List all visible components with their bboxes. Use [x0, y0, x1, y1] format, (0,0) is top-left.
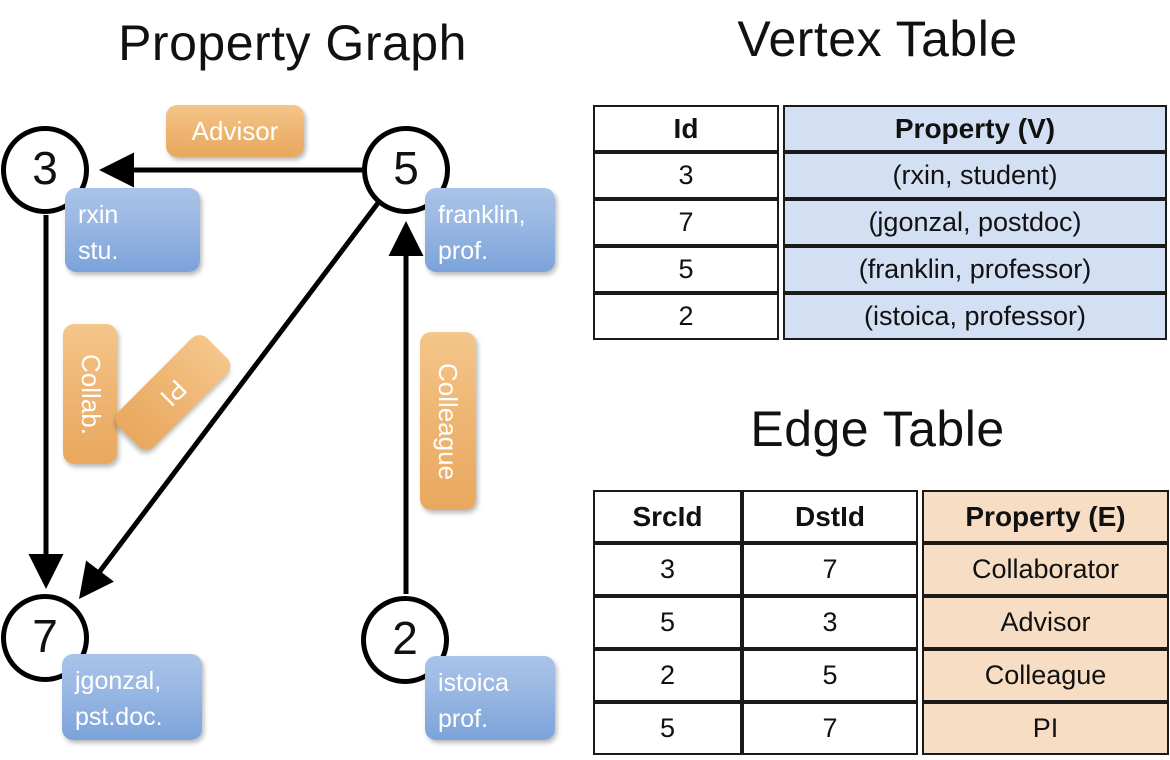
- node-property-box-jgonzal[interactable]: jgonzal, pst.doc.: [62, 654, 202, 740]
- page-title-vertex-table: Vertex Table: [737, 11, 1018, 67]
- graph-node-5[interactable]: 5: [362, 126, 450, 214]
- node-property-jgonzal-line1: jgonzal,: [75, 667, 162, 695]
- node-property-istoica-line2: prof.: [438, 705, 489, 734]
- vertex-row-0-property: (rxin, student): [783, 152, 1167, 199]
- edge-label-pi-text: PI: [154, 373, 193, 413]
- edge-row-1-src: 5: [593, 596, 742, 649]
- edge-row-0-gap: [918, 543, 922, 596]
- vertex-row-2-gap: [779, 246, 783, 293]
- edge-row-3-property: PI: [922, 702, 1169, 755]
- vertex-table-header-property: Property (V): [783, 105, 1167, 152]
- vertex-row-3-gap: [779, 293, 783, 340]
- graph-edges-svg: [28, 152, 424, 599]
- edge-row-3-gap: [918, 702, 922, 755]
- vertex-row-3-property: (istoica, professor): [783, 293, 1167, 340]
- vertex-row-1-gap: [779, 199, 783, 246]
- page-title-property-graph: Property Graph: [118, 15, 467, 71]
- graph-node-2[interactable]: 2: [361, 596, 449, 684]
- vertex-row-3-id: 2: [593, 293, 779, 340]
- edge-row-1-property: Advisor: [922, 596, 1169, 649]
- edge-table-column-gap: [918, 490, 922, 543]
- vertex-row-1-property: (jgonzal, postdoc): [783, 199, 1167, 246]
- edge-row-2-property: Colleague: [922, 649, 1169, 702]
- node-property-istoica-line1: istoica: [438, 669, 509, 697]
- graph-node-5-label: 5: [393, 142, 419, 194]
- node-property-franklin-line2: prof.: [438, 237, 489, 266]
- vertex-row-2-property: (franklin, professor): [783, 246, 1167, 293]
- node-property-box-rxin[interactable]: rxin stu.: [65, 188, 200, 272]
- vertex-table-column-gap: [779, 105, 783, 152]
- edge-table-header-dstid: DstId: [742, 490, 918, 543]
- table-row[interactable]: 5 3 Advisor: [593, 596, 1169, 649]
- graph-node-7-label: 7: [32, 610, 58, 662]
- property-graph-diagram: 3 5 7 2 Advisor Collab. PI Colleague rxi…: [1, 105, 555, 740]
- table-row[interactable]: 7 (jgonzal, postdoc): [593, 199, 1167, 246]
- edge-row-2-src: 2: [593, 649, 742, 702]
- edge-row-2-dst: 5: [742, 649, 918, 702]
- table-row[interactable]: 3 7 Collaborator: [593, 543, 1169, 596]
- edge-label-collab[interactable]: Collab.: [63, 324, 117, 464]
- vertex-table-header-id: Id: [593, 105, 779, 152]
- edge-table-header-property: Property (E): [922, 490, 1169, 543]
- edge-row-3-dst: 7: [742, 702, 918, 755]
- graph-node-2-label: 2: [392, 612, 418, 664]
- vertex-row-1-id: 7: [593, 199, 779, 246]
- vertex-table-header-row: Id Property (V): [593, 105, 1167, 152]
- table-row[interactable]: 5 7 PI: [593, 702, 1169, 755]
- vertex-row-0-id: 3: [593, 152, 779, 199]
- table-row[interactable]: 2 (istoica, professor): [593, 293, 1167, 340]
- edge-label-collab-text: Collab.: [75, 353, 106, 435]
- edge-table: SrcId DstId Property (E) 3 7 Collaborato…: [593, 490, 1169, 755]
- edge-row-1-gap: [918, 596, 922, 649]
- node-property-rxin-line2: stu.: [78, 237, 119, 266]
- edge-label-advisor-text: Advisor: [191, 115, 279, 146]
- edge-row-0-src: 3: [593, 543, 742, 596]
- edge-5-to-7: [78, 201, 380, 599]
- node-property-franklin-line1: franklin,: [438, 201, 526, 229]
- edge-label-colleague[interactable]: Colleague: [420, 332, 476, 510]
- edge-row-0-property: Collaborator: [922, 543, 1169, 596]
- vertex-row-0-gap: [779, 152, 783, 199]
- edge-table-header-srcid: SrcId: [593, 490, 742, 543]
- node-property-box-istoica[interactable]: istoica prof.: [425, 656, 555, 740]
- edge-row-0-dst: 7: [742, 543, 918, 596]
- table-row[interactable]: 3 (rxin, student): [593, 152, 1167, 199]
- vertex-row-2-id: 5: [593, 246, 779, 293]
- table-row[interactable]: 5 (franklin, professor): [593, 246, 1167, 293]
- vertex-table: Id Property (V) 3 (rxin, student) 7 (jgo…: [593, 105, 1167, 340]
- page-title-edge-table: Edge Table: [750, 401, 1005, 457]
- table-row[interactable]: 2 5 Colleague: [593, 649, 1169, 702]
- node-property-jgonzal-line2: pst.doc.: [75, 703, 163, 732]
- edge-row-2-gap: [918, 649, 922, 702]
- edge-table-header-row: SrcId DstId Property (E): [593, 490, 1169, 543]
- edge-label-advisor[interactable]: Advisor: [166, 105, 304, 157]
- edge-row-3-src: 5: [593, 702, 742, 755]
- edge-label-colleague-text: Colleague: [433, 362, 464, 480]
- edge-row-1-dst: 3: [742, 596, 918, 649]
- node-property-rxin-line1: rxin: [78, 201, 119, 229]
- graph-node-3-label: 3: [32, 142, 58, 194]
- node-property-box-franklin[interactable]: franklin, prof.: [425, 188, 555, 272]
